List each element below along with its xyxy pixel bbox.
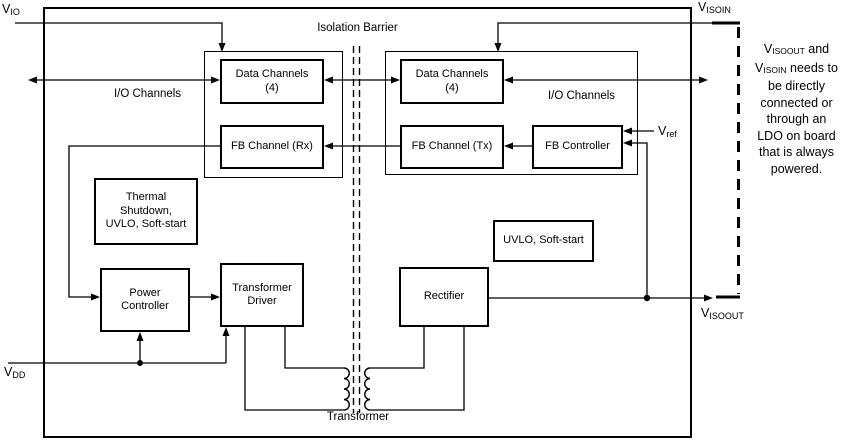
block-fb-channel-tx: FB Channel (Tx) xyxy=(400,125,504,169)
arrowhead-left-icon xyxy=(623,127,632,135)
note-line: VISOOUT and xyxy=(763,42,830,56)
wire-rx-to-powerctrl xyxy=(68,145,220,298)
channel-group-left xyxy=(204,51,343,178)
arrowheads xyxy=(28,43,713,341)
block-data-channels-right: Data Channels (4) xyxy=(400,59,504,104)
connection-note: VISOOUT and VISOIN needs to be directly … xyxy=(741,41,852,177)
arrowhead-right-icon xyxy=(699,76,708,84)
arrowhead-left-icon xyxy=(324,142,333,150)
arrowhead-right-icon xyxy=(211,293,220,301)
io-channels-right-label: I/O Channels xyxy=(547,90,616,102)
wire-visoin xyxy=(497,22,713,48)
transformer-label: Transformer xyxy=(326,411,390,423)
chip-outline xyxy=(43,7,692,438)
arrowhead-up-icon xyxy=(136,332,144,341)
note-line: be directly xyxy=(768,79,825,93)
transformer-winding-left xyxy=(343,367,350,411)
block-thermal-shutdown: Thermal Shutdown, UVLO, Soft-start xyxy=(94,178,198,245)
pin-visoin: VISOIN xyxy=(698,0,731,15)
pin-visoout: VISOOUT xyxy=(701,306,744,321)
block-uvlo-soft-start: UVLO, Soft-start xyxy=(493,220,594,262)
arrowhead-left-icon xyxy=(623,139,632,147)
block-fb-controller: FB Controller xyxy=(532,125,623,169)
note-line: that is always xyxy=(758,145,835,159)
arrowhead-right-icon xyxy=(704,294,713,302)
block-transformer-driver: Transformer Driver xyxy=(220,263,304,327)
arrowhead-up-icon xyxy=(222,327,230,336)
pin-vdd: VDD xyxy=(4,365,26,380)
arrowhead-left-icon xyxy=(504,142,513,150)
wire-driver-coil-top xyxy=(284,327,344,369)
io-channels-left-label: I/O Channels xyxy=(113,88,182,100)
wire-driver-coil-bottom xyxy=(244,327,344,411)
arrowhead-left-icon xyxy=(28,76,37,84)
arrowhead-right-icon xyxy=(91,293,100,301)
wire-coil-rectifier-top xyxy=(370,327,425,369)
note-line: connected or xyxy=(760,95,833,110)
pin-vref: Vref xyxy=(658,124,677,139)
arrowhead-left-icon xyxy=(504,76,513,84)
wire-vio xyxy=(15,22,223,48)
block-rectifier: Rectifier xyxy=(399,267,489,327)
note-line: LDO on board xyxy=(757,128,836,143)
arrowhead-right-icon xyxy=(211,76,220,84)
block-power-controller: Power Controller xyxy=(100,268,190,332)
pin-vio: VIO xyxy=(2,2,20,17)
transformer-winding-right xyxy=(364,367,371,411)
wire-coil-rectifier-bottom xyxy=(370,327,465,411)
isolation-barrier-dashes xyxy=(352,46,361,413)
arrowhead-down-icon xyxy=(494,43,502,52)
junction-dot xyxy=(643,294,651,302)
block-data-channels-left: Data Channels (4) xyxy=(220,59,324,104)
dashed-external-connection xyxy=(712,21,740,299)
junction-dot xyxy=(137,360,143,366)
wire-visoout-feedback xyxy=(627,142,648,297)
block-fb-channel-rx: FB Channel (Rx) xyxy=(220,125,324,169)
note-line: VISOIN needs to xyxy=(755,60,838,75)
note-line: powered. xyxy=(770,161,823,176)
arrowhead-left-icon xyxy=(324,76,333,84)
arrowhead-down-icon xyxy=(218,43,226,52)
channel-group-right xyxy=(385,51,638,175)
arrowhead-right-icon xyxy=(391,76,400,84)
isolation-barrier-label: Isolation Barrier xyxy=(317,22,398,34)
note-line: through an xyxy=(766,112,827,126)
